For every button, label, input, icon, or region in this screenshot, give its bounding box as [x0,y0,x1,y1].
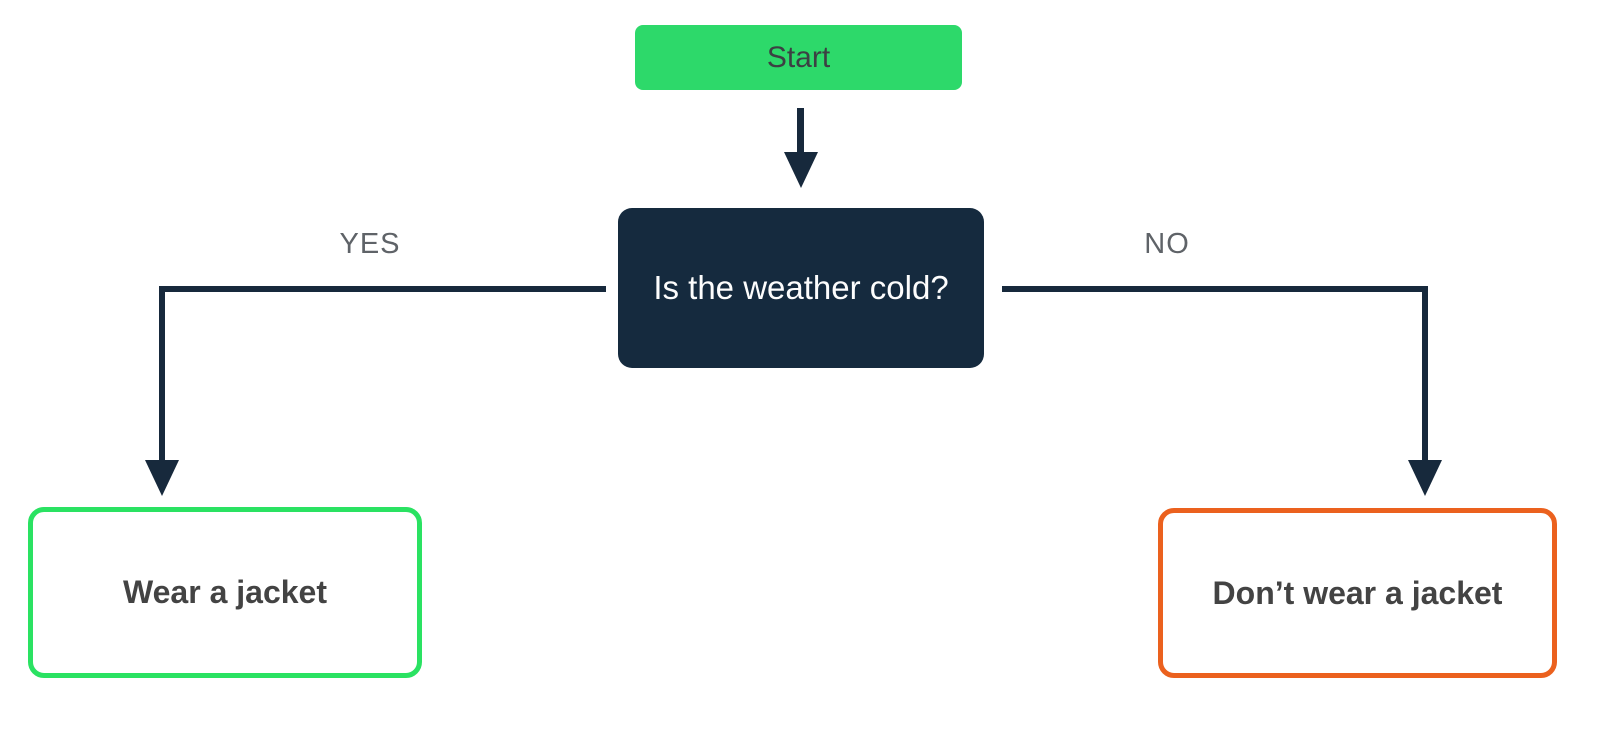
node-result-wear-jacket: Wear a jacket [28,507,422,678]
node-start: Start [635,25,962,90]
edge-label-no: NO [1144,228,1190,260]
node-decision-label: Is the weather cold? [653,269,949,306]
connector-yes-horizontal-line [159,286,606,292]
connector-yes-vertical-line [159,286,165,460]
connector-no-horizontal-line [1002,286,1428,292]
node-result-dont-wear-jacket-label: Don’t wear a jacket [1212,574,1503,611]
connector-no-vertical-line [1422,286,1428,460]
connector-start-to-decision-line [797,108,804,154]
node-decision: Is the weather cold? [618,208,984,368]
arrow-down-icon [1408,460,1442,496]
node-result-dont-wear-jacket: Don’t wear a jacket [1158,508,1557,678]
arrow-down-icon [145,460,179,496]
node-result-wear-jacket-label: Wear a jacket [123,574,327,610]
arrow-down-icon [784,152,818,188]
node-start-label: Start [766,40,831,74]
edge-label-yes: YES [339,228,401,260]
